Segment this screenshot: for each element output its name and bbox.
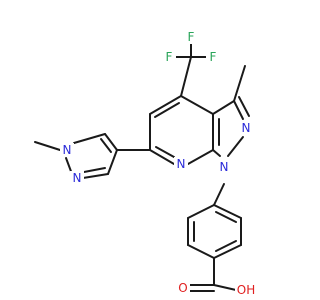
molecule-structure-canvas: F F F N N N N N O OH — [34, 30, 257, 297]
bond-n1-c7a — [212, 149, 221, 157]
bond-c4a-c3 — [212, 100, 235, 115]
bond-pz-n2-c3-double — [83, 167, 106, 173]
bond-ph-c1-c6-double — [215, 211, 237, 223]
pyrazole-n2-label: N — [242, 121, 251, 135]
pyrazole-n1-label: N — [220, 160, 229, 174]
methylpyrazole-n1-label: N — [63, 143, 72, 157]
chemical-structure-diagram: F F F N N N N N O OH — [34, 30, 257, 297]
bond-c4-c5 — [149, 95, 182, 115]
fluorine-left-label: F — [166, 50, 173, 64]
bond-c3-methyl — [233, 65, 246, 102]
bond-c6-n7 — [149, 149, 175, 165]
bond-c6-n7-double — [155, 146, 175, 158]
bond-n2-n1 — [227, 136, 244, 157]
methylpyrazole-n2-label: N — [73, 171, 82, 185]
bond-c4-c4a — [180, 95, 214, 115]
bond-pz-c4-c5 — [104, 133, 118, 151]
bond-c4-c5-double — [154, 102, 180, 118]
bond-pz-c4-c5-double — [100, 138, 112, 153]
fluorine-top-label: F — [188, 30, 195, 44]
bond-pz-c5-n1 — [73, 133, 106, 144]
bond-ph-c3-c4 — [187, 244, 215, 259]
bond-n1-phenyl — [213, 183, 225, 206]
bond-layer — [34, 41, 250, 292]
bond-c3-n2-double — [238, 96, 250, 117]
bond-ph-c5-c4-double — [215, 240, 237, 252]
bond-n7-c7a — [187, 149, 214, 165]
hydroxyl-oh-label: OH — [237, 283, 255, 297]
fluorine-right-label: F — [210, 50, 217, 64]
bond-pz-n1-methyl — [34, 141, 61, 151]
carbonyl-oxygen-label: O — [178, 281, 187, 295]
bond-c4-cf3 — [180, 56, 192, 97]
bond-pz-n2-c3 — [82, 173, 109, 179]
atom-label-layer: F F F N N N N N O OH — [60, 30, 257, 297]
bond-pz-c3-c4 — [107, 149, 118, 175]
bond-ph-c1-c6 — [213, 204, 242, 219]
bond-c-oh — [213, 284, 237, 291]
bond-c3-n2 — [233, 100, 244, 120]
bond-ph-c1-c2 — [187, 204, 215, 219]
pyridine-n7-label: N — [177, 157, 186, 171]
bond-ph-c5-c4 — [213, 244, 242, 259]
